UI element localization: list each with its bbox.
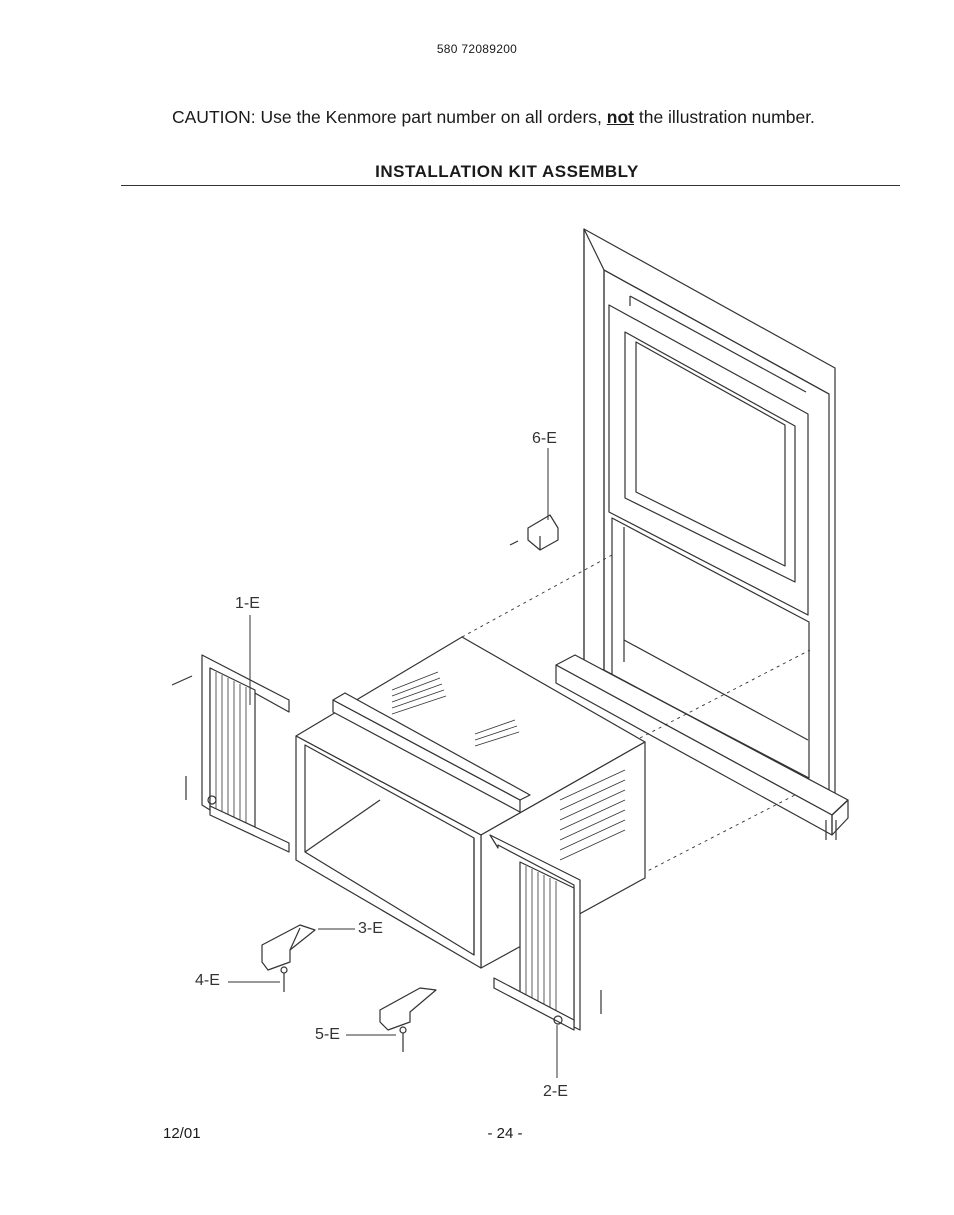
section-title: INSTALLATION KIT ASSEMBLY [375, 162, 639, 181]
window-frame [555, 228, 849, 840]
caution-note: CAUTION: Use the Kenmore part number on … [172, 107, 872, 128]
callout-4e: 4-E [195, 972, 220, 989]
callout-2e: 2-E [543, 1083, 568, 1100]
left-curtain-1e [171, 654, 290, 853]
callout-5e: 5-E [315, 1026, 340, 1043]
callout-1e: 1-E [235, 595, 260, 612]
page-number: - 24 - [487, 1125, 523, 1142]
right-curtain-2e [489, 834, 602, 1031]
leader-lines [228, 448, 558, 1078]
support-bracket-3e [261, 924, 316, 992]
title-rule [121, 185, 900, 186]
caution-suffix: the illustration number. [633, 107, 815, 127]
footer-date: 12/01 [163, 1125, 201, 1142]
caution-prefix: CAUTION: Use the Kenmore part number on … [172, 107, 607, 127]
document-number: 580 72089200 [436, 42, 518, 56]
callout-3e: 3-E [358, 920, 383, 937]
callout-6e: 6-E [532, 430, 557, 447]
caution-emphasis: not [606, 107, 634, 127]
alignment-lines [461, 554, 811, 881]
bracket-6e [509, 514, 559, 551]
support-bracket-5e [379, 987, 437, 1052]
cabinet [295, 636, 646, 969]
